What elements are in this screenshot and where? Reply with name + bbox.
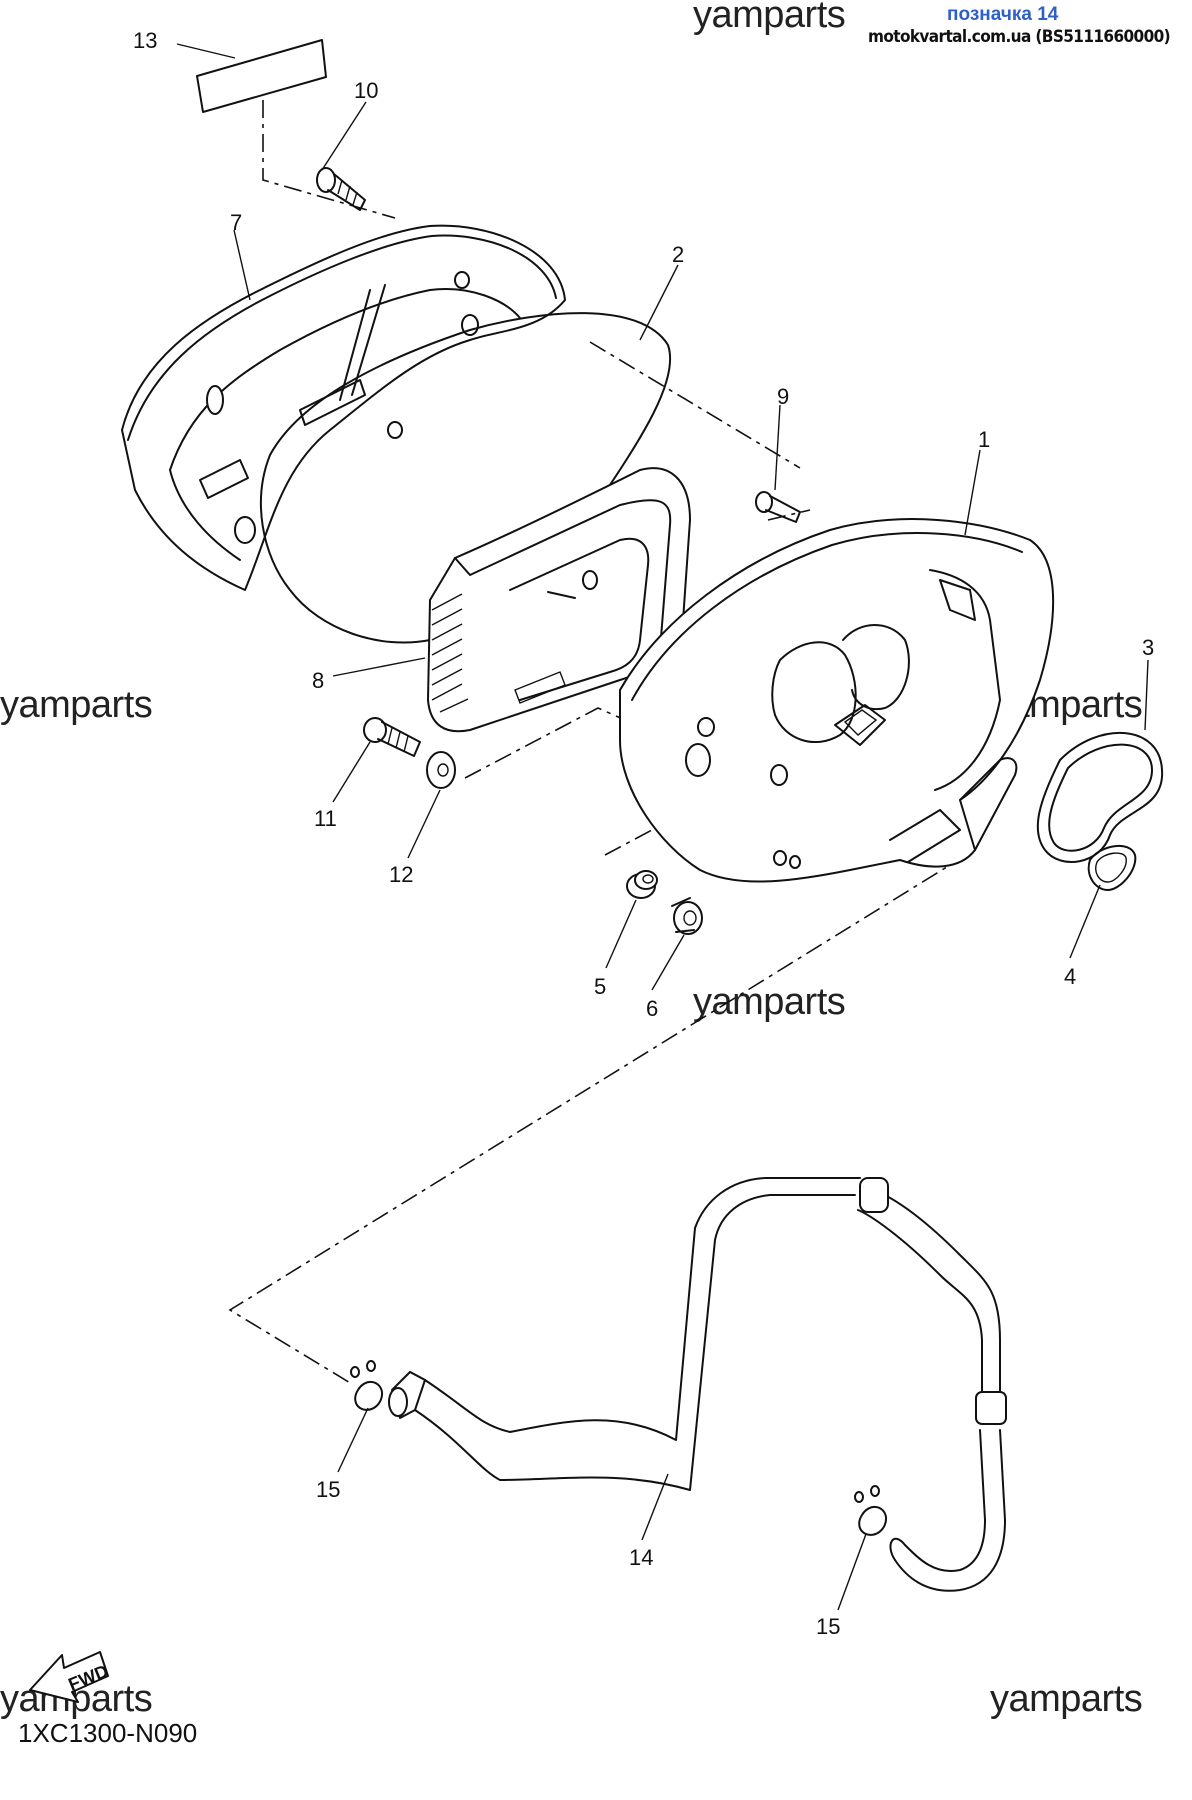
callout-7: 7	[230, 210, 242, 235]
part-15-clip-right	[854, 1485, 888, 1536]
header-site: motokvartal.com.ua (BS5111660000)	[868, 27, 1171, 47]
callout-3: 3	[1142, 635, 1154, 660]
callout-numbers: 1 2 3 4 5 6 7 8 9 10 11 12 13 14 15 15	[133, 28, 1154, 1639]
part-13-label	[196, 39, 327, 113]
header-label: позначка 14	[947, 4, 1059, 25]
callout-15-left: 15	[316, 1477, 340, 1502]
watermark-bottom-right: yamparts	[990, 1678, 1143, 1720]
part-8-filter-element	[427, 467, 691, 733]
part-10-screw	[316, 167, 366, 211]
part-15-clip-left	[350, 1360, 384, 1411]
watermark-top: yamparts	[693, 0, 846, 36]
part-5-grommet	[626, 870, 658, 899]
part-1-case	[619, 518, 1055, 883]
callout-13: 13	[133, 28, 157, 53]
callout-4: 4	[1064, 964, 1076, 989]
fwd-arrow-icon: FWD	[29, 1651, 111, 1703]
diagram-code: 1XC1300-N090	[18, 1718, 198, 1748]
part-6-collar	[671, 897, 703, 935]
callout-8: 8	[312, 668, 324, 693]
callout-5: 5	[594, 974, 606, 999]
callout-14: 14	[629, 1545, 653, 1570]
leader-lines	[176, 43, 1149, 1611]
part-7-case-cap	[121, 224, 566, 591]
part-11-bolt	[363, 717, 421, 757]
callout-9: 9	[777, 384, 789, 409]
part-12-washer	[426, 751, 456, 789]
watermark-left: yamparts	[0, 684, 153, 726]
callout-12: 12	[389, 862, 413, 887]
callout-6: 6	[646, 996, 658, 1021]
callout-15-right: 15	[816, 1614, 840, 1639]
part-9-screw	[755, 491, 801, 523]
callout-11: 11	[314, 806, 337, 831]
part-3-gasket	[1036, 731, 1164, 863]
callout-1: 1	[978, 427, 990, 452]
callout-2: 2	[672, 242, 684, 267]
callout-10: 10	[354, 78, 378, 103]
part-14-hose	[388, 1177, 1007, 1592]
watermark-center: yamparts	[693, 981, 846, 1023]
part-4-seal	[1087, 844, 1137, 891]
